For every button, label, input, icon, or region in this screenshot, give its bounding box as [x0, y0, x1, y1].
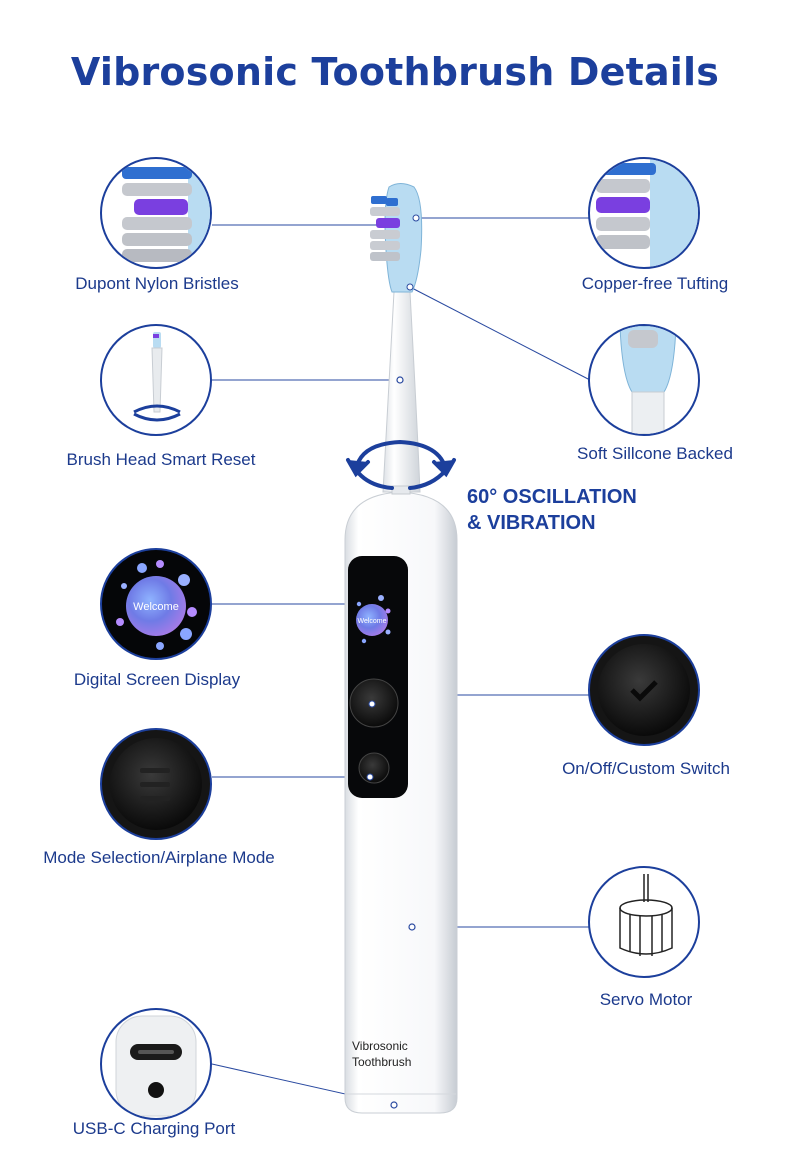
svg-text:Welcome: Welcome: [357, 618, 386, 625]
handle-body: Welcome: [344, 491, 458, 1114]
brand-line2: Toothbrush: [352, 1055, 412, 1069]
rotation-arrows-icon: [346, 439, 456, 490]
mode-selection-zoom: [100, 728, 212, 840]
label-silicone: Soft Sillcone Backed: [577, 444, 733, 463]
digital-screen-zoom: Welcome: [100, 548, 212, 660]
on-off-switch-zoom: [588, 634, 700, 746]
brush-head: [370, 183, 423, 293]
label-mode: Mode Selection/Airplane Mode: [43, 848, 275, 867]
handle-brand: Vibrosonic Toothbrush: [352, 1038, 411, 1070]
dupont-bristles-zoom: [100, 157, 212, 269]
label-screen: Digital Screen Display: [73, 670, 241, 689]
anchor-dots: [390, 376, 416, 1109]
oscillation-line1: 60° OSCILLATION: [467, 486, 637, 508]
label-motor: Servo Motor: [599, 990, 693, 1009]
oscillation-line2: & VIBRATION: [467, 512, 596, 534]
copper-free-tufting-zoom: [588, 157, 700, 269]
oscillation-text: 60° OSCILLATION & VIBRATION: [467, 484, 637, 536]
page-title: Vibrosonic Toothbrush Details: [70, 50, 720, 94]
soft-silicone-zoom: [588, 324, 700, 436]
label-usb: USB-C Charging Port: [72, 1119, 236, 1138]
usb-c-port-zoom: [100, 1008, 212, 1120]
label-copper: Copper-free Tufting: [581, 274, 729, 293]
brand-line1: Vibrosonic: [352, 1039, 408, 1053]
welcome-text: Welcome: [133, 601, 179, 613]
brush-head-reset-zoom: [100, 324, 212, 436]
label-switch: On/Off/Custom Switch: [562, 759, 730, 778]
servo-motor-zoom: [588, 866, 700, 978]
label-dupont: Dupont Nylon Bristles: [75, 274, 239, 293]
brush-neck: [382, 291, 421, 495]
label-reset: Brush Head Smart Reset: [66, 450, 256, 469]
